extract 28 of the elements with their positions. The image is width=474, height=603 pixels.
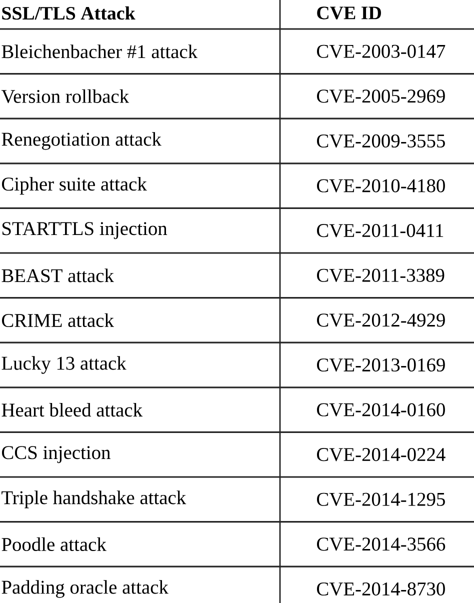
attack-name: Poodle attack bbox=[2, 537, 106, 552]
attack-name: Bleichenbacher #1 attack bbox=[2, 44, 198, 58]
cve-id: CVE-2003-0147 bbox=[317, 44, 446, 58]
cve-id: CVE-2010-4180 bbox=[317, 179, 445, 192]
attack-name: BEAST attack bbox=[2, 268, 114, 282]
attack-name: Renegotiation attack bbox=[2, 132, 162, 150]
attack-name: Heart bleed attack bbox=[2, 402, 143, 417]
cve-id: CVE-2005-2969 bbox=[317, 90, 445, 103]
attack-name: CRIME attack bbox=[2, 313, 114, 328]
attack-name: STARTTLS injection bbox=[2, 222, 168, 240]
attack-name: Lucky 13 attack bbox=[2, 356, 126, 374]
column-header: CVE ID bbox=[317, 6, 381, 20]
cve-id: CVE-2014-0224 bbox=[317, 448, 446, 462]
attack-name: Padding oracle attack bbox=[2, 580, 168, 598]
cve-id: CVE-2012-4929 bbox=[317, 314, 445, 327]
cve-id: CVE-2014-1295 bbox=[317, 492, 445, 506]
cve-id: CVE-2014-0160 bbox=[317, 403, 445, 416]
attack-name: Version rollback bbox=[1, 89, 130, 104]
column-header: SSL/TLS Attack bbox=[2, 6, 136, 20]
attack-name: CCS injection bbox=[2, 446, 110, 464]
cve-id: CVE-2011-0411 bbox=[317, 224, 444, 238]
attack-name: Cipher suite attack bbox=[2, 177, 147, 195]
cve-id: CVE-2011-3389 bbox=[317, 268, 444, 282]
attack-name: Triple handshake attack bbox=[2, 490, 186, 508]
cve-id: CVE-2009-3555 bbox=[317, 134, 445, 148]
cve-id: CVE-2013-0169 bbox=[317, 358, 445, 372]
cve-id: CVE-2014-8730 bbox=[317, 582, 445, 596]
cve-id: CVE-2014-3566 bbox=[317, 538, 446, 551]
